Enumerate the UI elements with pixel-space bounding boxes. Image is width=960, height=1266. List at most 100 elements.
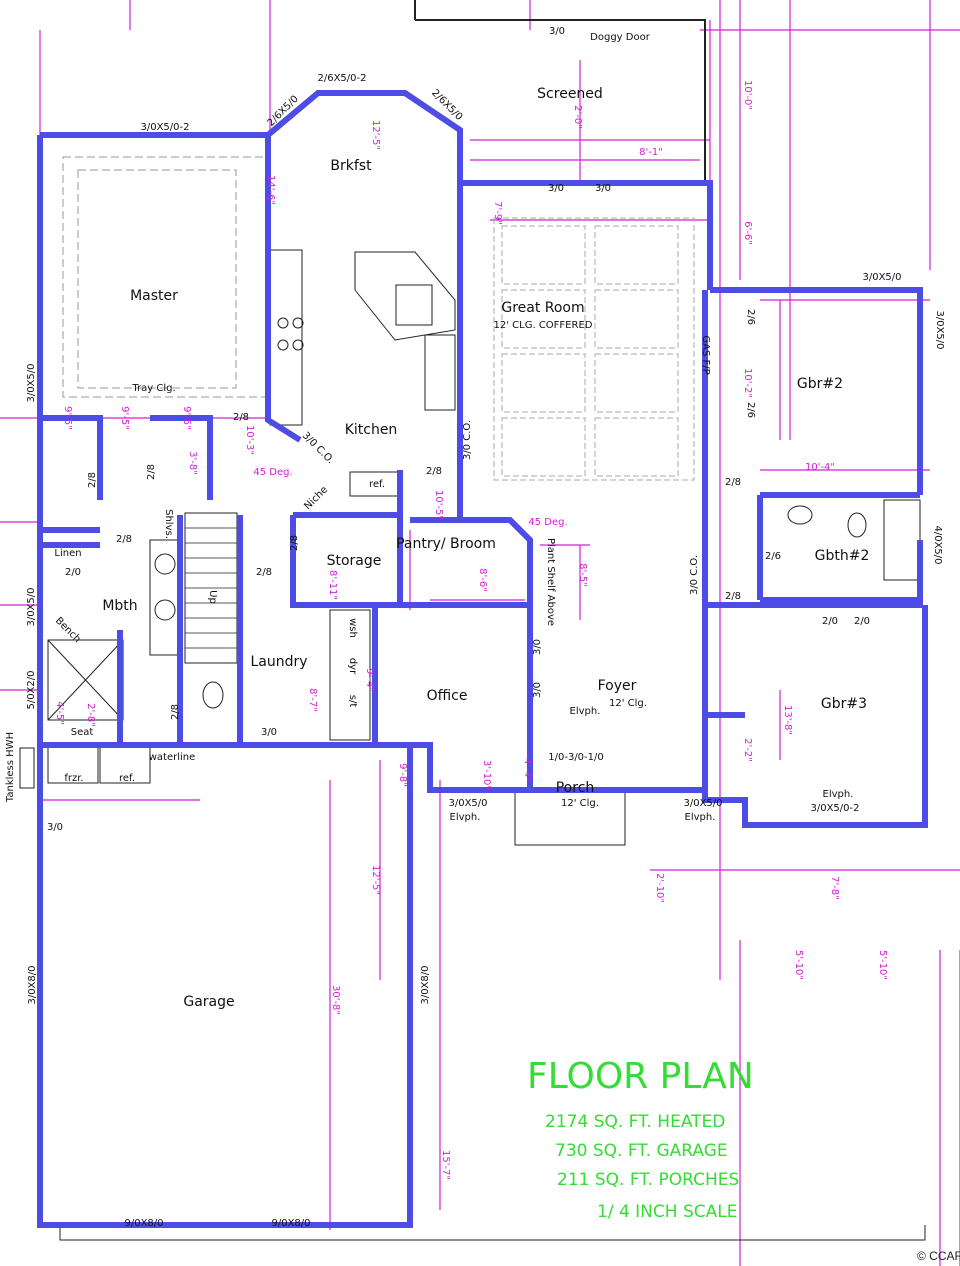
dimension-label: 8'-11": [327, 570, 338, 600]
opening-label: 2/6: [745, 402, 756, 418]
opening-label: wsh: [347, 618, 358, 638]
dimension-label: 12'-5": [370, 120, 381, 150]
fixtures: [19, 0, 926, 1241]
opening-label: 3/0: [532, 639, 543, 655]
sink-icon: [395, 284, 433, 326]
wall: [710, 287, 923, 495]
room-label: Brkfst: [330, 158, 372, 174]
coffered-panel: [501, 353, 586, 413]
dimension-label: 10'-4": [805, 462, 835, 473]
opening-label: 1/0-3/0-1/0: [548, 752, 604, 763]
garage-area: 730 SQ. FT. GARAGE: [555, 1141, 728, 1161]
opening-label: 3/0X5/0: [26, 363, 37, 402]
opening-label: 2/6: [745, 309, 756, 325]
dimension-label: 9'-8": [397, 763, 408, 787]
dimension-label: 9'-4": [364, 668, 375, 692]
wall: [460, 517, 533, 790]
opening-label: 3/0X5/0: [683, 798, 722, 809]
opening-label: 3/0X8/0: [420, 965, 431, 1004]
opening-label: 3/0X5/0-2: [140, 122, 189, 133]
dimension-label: 4'-5": [54, 701, 65, 725]
dimension-label: 12'-5": [370, 865, 381, 895]
opening-label: 3/0: [532, 682, 543, 698]
opening-label: waterline: [149, 752, 196, 763]
opening-label: 3/0 C.O.: [689, 555, 700, 595]
opening-label: 3/0: [549, 26, 565, 37]
sink-icon: [787, 505, 813, 525]
opening-label: 4/0X5/0: [932, 525, 943, 564]
dimension-label: 2'-10": [654, 873, 665, 903]
dimension-label: 10'-0": [742, 80, 753, 110]
room-label: Storage: [327, 553, 382, 569]
room-label: Laundry: [250, 654, 307, 670]
wall: [37, 135, 413, 1228]
opening-label: 2/6: [765, 551, 781, 562]
dimension-label: 10'-3": [244, 425, 255, 455]
plan-title: FLOOR PLAN: [527, 1056, 754, 1097]
room-label: Mbth: [102, 598, 137, 614]
opening-label: Shlvs.: [163, 509, 174, 539]
washer-dryer-counter: [329, 609, 371, 741]
dimension-label: 13'-8": [782, 705, 793, 735]
dimension-label: 10'-5": [433, 490, 444, 520]
opening-label: 3/0X5/0-2: [810, 803, 859, 814]
opening-label: 3/0: [261, 727, 277, 738]
wall: [397, 470, 530, 608]
dimension-label: 8'-6": [477, 568, 488, 592]
room-label: Tray Clg.: [131, 383, 175, 394]
room-label: Gbth#2: [815, 548, 870, 564]
coffered-panel: [501, 417, 586, 477]
opening-label: Tankless HWH: [5, 732, 16, 803]
dimension-label: 14'-6": [265, 175, 276, 205]
dimension-label: 15'-7": [440, 1150, 451, 1180]
room-label: Gbr#3: [821, 696, 867, 712]
wall: [757, 492, 920, 603]
opening-label: Niche: [302, 484, 330, 512]
room-label: Porch: [556, 780, 595, 796]
opening-label: 45 Deg.: [253, 467, 292, 478]
opening-label: Up: [207, 590, 218, 604]
driveway-edge: [59, 1225, 926, 1241]
wall: [705, 540, 923, 608]
coffered-panel: [594, 353, 679, 413]
opening-label: 2/8: [146, 464, 157, 480]
opening-label: 2/0: [854, 616, 870, 627]
room-label: 12' Clg.: [609, 698, 647, 709]
water-heater: [19, 747, 35, 789]
opening-label: 2/8: [233, 412, 249, 423]
dimension-label: 7'-8": [829, 876, 840, 900]
shower-cross: [47, 639, 124, 721]
opening-label: 2/0: [822, 616, 838, 627]
room-label: Master: [130, 288, 178, 304]
opening-label: 3/0X5/0: [26, 587, 37, 626]
opening-label: 2/8: [170, 704, 181, 720]
toilet-icon: [847, 512, 867, 538]
coffered-panel: [594, 417, 679, 477]
kitchen-island: [354, 251, 456, 341]
cooktop-burner-icon: [277, 339, 289, 351]
opening-label: Doggy Door: [590, 32, 651, 43]
room-label: Great Room: [501, 300, 584, 316]
room-label: Office: [427, 688, 468, 704]
opening-label: Bench: [53, 615, 83, 645]
opening-label: 2/6X5/0-2: [317, 73, 366, 84]
wall: [40, 527, 100, 548]
toilet-icon: [202, 681, 224, 709]
dimension-label: 4'-4": [522, 758, 533, 782]
opening-label: s/t: [347, 695, 358, 708]
opening-label: 9/0X8/0: [271, 1218, 310, 1229]
opening-label: 3/0: [548, 183, 564, 194]
opening-label: Seat: [71, 727, 94, 738]
opening-label: 2/0: [65, 567, 81, 578]
cooktop-burner-icon: [277, 317, 289, 329]
tray-ceiling-inner: [77, 169, 237, 389]
opening-label: 3/0 C.O.: [462, 420, 473, 460]
bathtub: [883, 499, 921, 581]
opening-label: 9/0X8/0: [124, 1218, 163, 1229]
scale-note: 1/ 4 INCH SCALE: [597, 1202, 737, 1222]
opening-label: 3/0: [47, 822, 63, 833]
opening-label: 5/0X2/0: [26, 670, 37, 709]
opening-label: 45 Deg.: [528, 517, 567, 528]
